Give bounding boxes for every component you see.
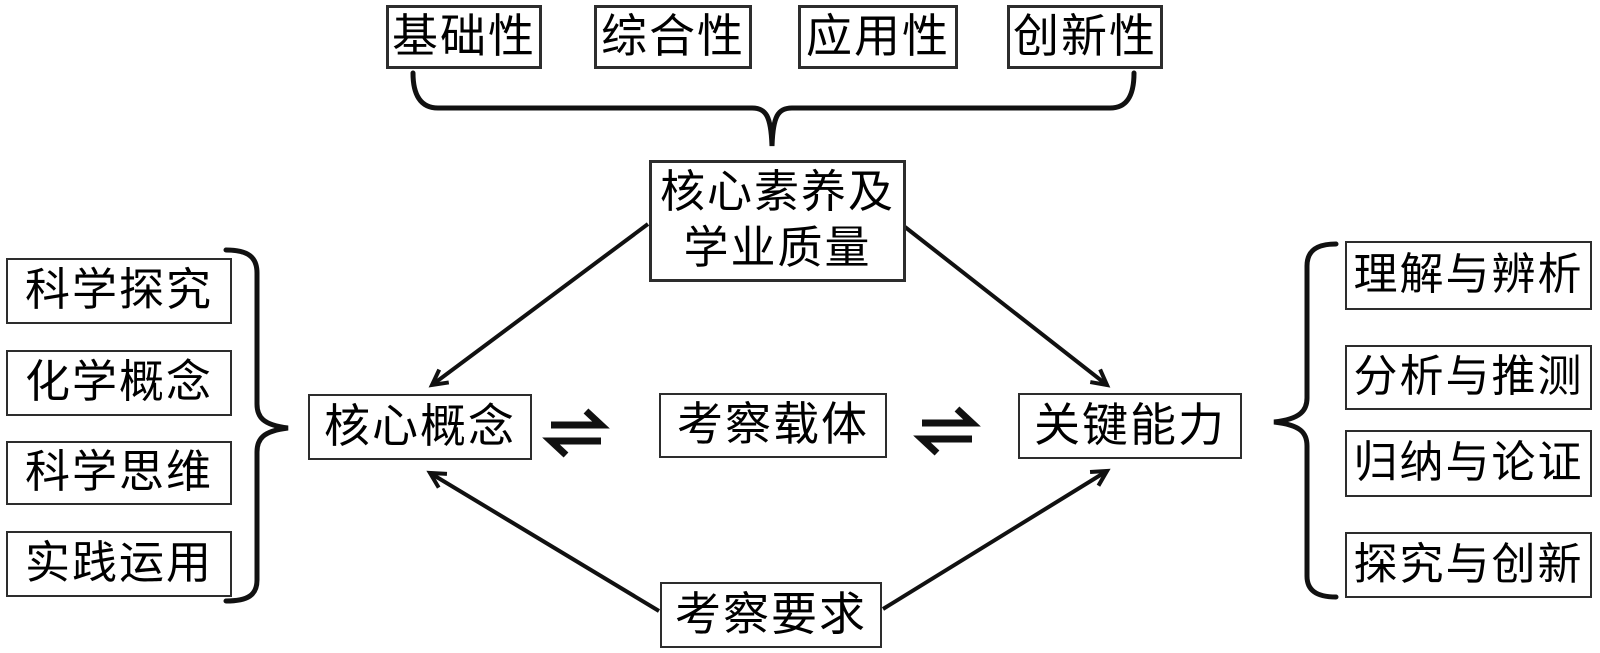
core-literacy-line1: 核心素养及 — [659, 167, 895, 218]
right-box-understanding-discrimination: 理解与辨析 — [1345, 241, 1592, 310]
core-literacy-quality-box: 核心素养及 学业质量 — [649, 160, 906, 282]
right-brace — [1273, 241, 1339, 600]
key-ability-box: 关键能力 — [1018, 393, 1242, 459]
left-box-practical-application: 实践运用 — [6, 531, 232, 597]
left-box-scientific-thinking: 科学思维 — [6, 441, 232, 505]
top-box-applied: 应用性 — [798, 5, 958, 69]
left-box-scientific-inquiry: 科学探究 — [6, 258, 232, 324]
core-concept-box: 核心概念 — [308, 394, 532, 460]
arrow-requirement-to-core-concept — [426, 470, 661, 613]
equilibrium-icon — [542, 408, 610, 458]
assessment-requirement-box: 考察要求 — [660, 582, 882, 648]
left-brace — [223, 247, 289, 604]
arrow-literacy-to-key-ability — [903, 225, 1111, 388]
arrow-literacy-to-core-concept — [428, 222, 650, 388]
top-brace — [410, 70, 1137, 147]
right-box-inquiry-innovation: 探究与创新 — [1345, 532, 1592, 598]
assessment-carrier-box: 考察载体 — [659, 393, 887, 458]
top-box-comprehensive: 综合性 — [594, 5, 752, 69]
top-box-innovative: 创新性 — [1007, 5, 1163, 69]
top-box-foundational: 基础性 — [386, 5, 542, 69]
right-box-induction-argumentation: 归纳与论证 — [1345, 430, 1592, 497]
core-literacy-line2: 学业质量 — [683, 223, 872, 273]
right-box-analysis-inference: 分析与推测 — [1345, 345, 1592, 410]
arrow-requirement-to-key-ability — [881, 468, 1111, 611]
equilibrium-icon — [913, 406, 981, 456]
left-box-chemical-concepts: 化学概念 — [6, 350, 232, 416]
